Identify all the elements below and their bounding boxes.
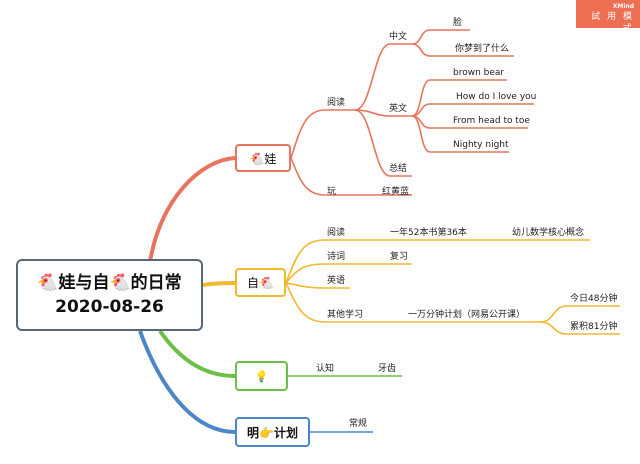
- topic-zi[interactable]: 自🐔: [235, 268, 286, 297]
- root-topic[interactable]: 🐔娃与自🐔的日常 2020-08-26: [16, 259, 203, 331]
- connector-root-wa: [148, 156, 236, 263]
- connector-root-ming: [138, 330, 236, 434]
- topic-bulb[interactable]: 💡: [235, 361, 288, 391]
- zi-reading-book[interactable]: 幼儿数学核心概念: [512, 228, 585, 238]
- bulb-cognition-item[interactable]: 牙齿: [378, 364, 397, 374]
- zi-other[interactable]: 其他学习: [327, 310, 364, 320]
- wa-summary[interactable]: 总结: [389, 164, 408, 174]
- ming-routine[interactable]: 常规: [349, 419, 368, 429]
- zi-english[interactable]: 英语: [327, 276, 346, 286]
- zi-reading-progress[interactable]: 一年52本书第36本: [390, 228, 467, 238]
- topic-ming[interactable]: 明👉计划: [235, 417, 310, 447]
- topic-ming-label: 明👉计划: [247, 425, 298, 440]
- wa-play[interactable]: 玩: [327, 187, 337, 197]
- connector-root-zi: [202, 281, 236, 287]
- topic-zi-label: 自🐔: [247, 276, 274, 290]
- zi-poetry[interactable]: 诗词: [327, 252, 346, 262]
- root-date: 2020-08-26: [55, 297, 164, 317]
- zi-reading[interactable]: 阅读: [327, 228, 346, 238]
- wa-chinese[interactable]: 中文: [389, 32, 408, 42]
- wa-english[interactable]: 英文: [389, 104, 408, 114]
- brand-label: XMind: [612, 3, 634, 10]
- zi-other-total[interactable]: 累积81分钟: [570, 322, 618, 332]
- wa-english-item[interactable]: How do I love you: [456, 92, 537, 102]
- wa-chinese-item[interactable]: 脸: [453, 18, 463, 28]
- wa-english-item[interactable]: From head to toe: [453, 116, 530, 126]
- bulb-cognition[interactable]: 认知: [316, 364, 335, 374]
- wa-chinese-item[interactable]: 你梦到了什么: [455, 44, 510, 54]
- wa-english-item[interactable]: brown bear: [453, 68, 505, 78]
- connector-root-bulb: [158, 329, 236, 378]
- lightbulb-icon: 💡: [254, 369, 269, 383]
- trial-mode-label: 試 用 模 式: [591, 12, 634, 34]
- zi-other-today[interactable]: 今日48分钟: [570, 294, 618, 304]
- wa-english-item[interactable]: Nighty night: [453, 140, 509, 150]
- wa-play-item[interactable]: 红黄蓝: [382, 187, 410, 197]
- root-title: 🐔娃与自🐔的日常: [37, 273, 182, 293]
- topic-wa-label: 🐔娃: [249, 151, 277, 166]
- zi-poetry-item[interactable]: 复习: [390, 252, 409, 262]
- wa-reading[interactable]: 阅读: [327, 98, 346, 108]
- wa-connectors: [290, 29, 534, 196]
- zi-connectors: [285, 239, 620, 335]
- zi-other-plan[interactable]: 一万分钟计划（网易公开课）: [408, 310, 526, 320]
- topic-wa[interactable]: 🐔娃: [235, 144, 291, 172]
- trial-mode-badge: XMind 試 用 模 式: [576, 0, 640, 34]
